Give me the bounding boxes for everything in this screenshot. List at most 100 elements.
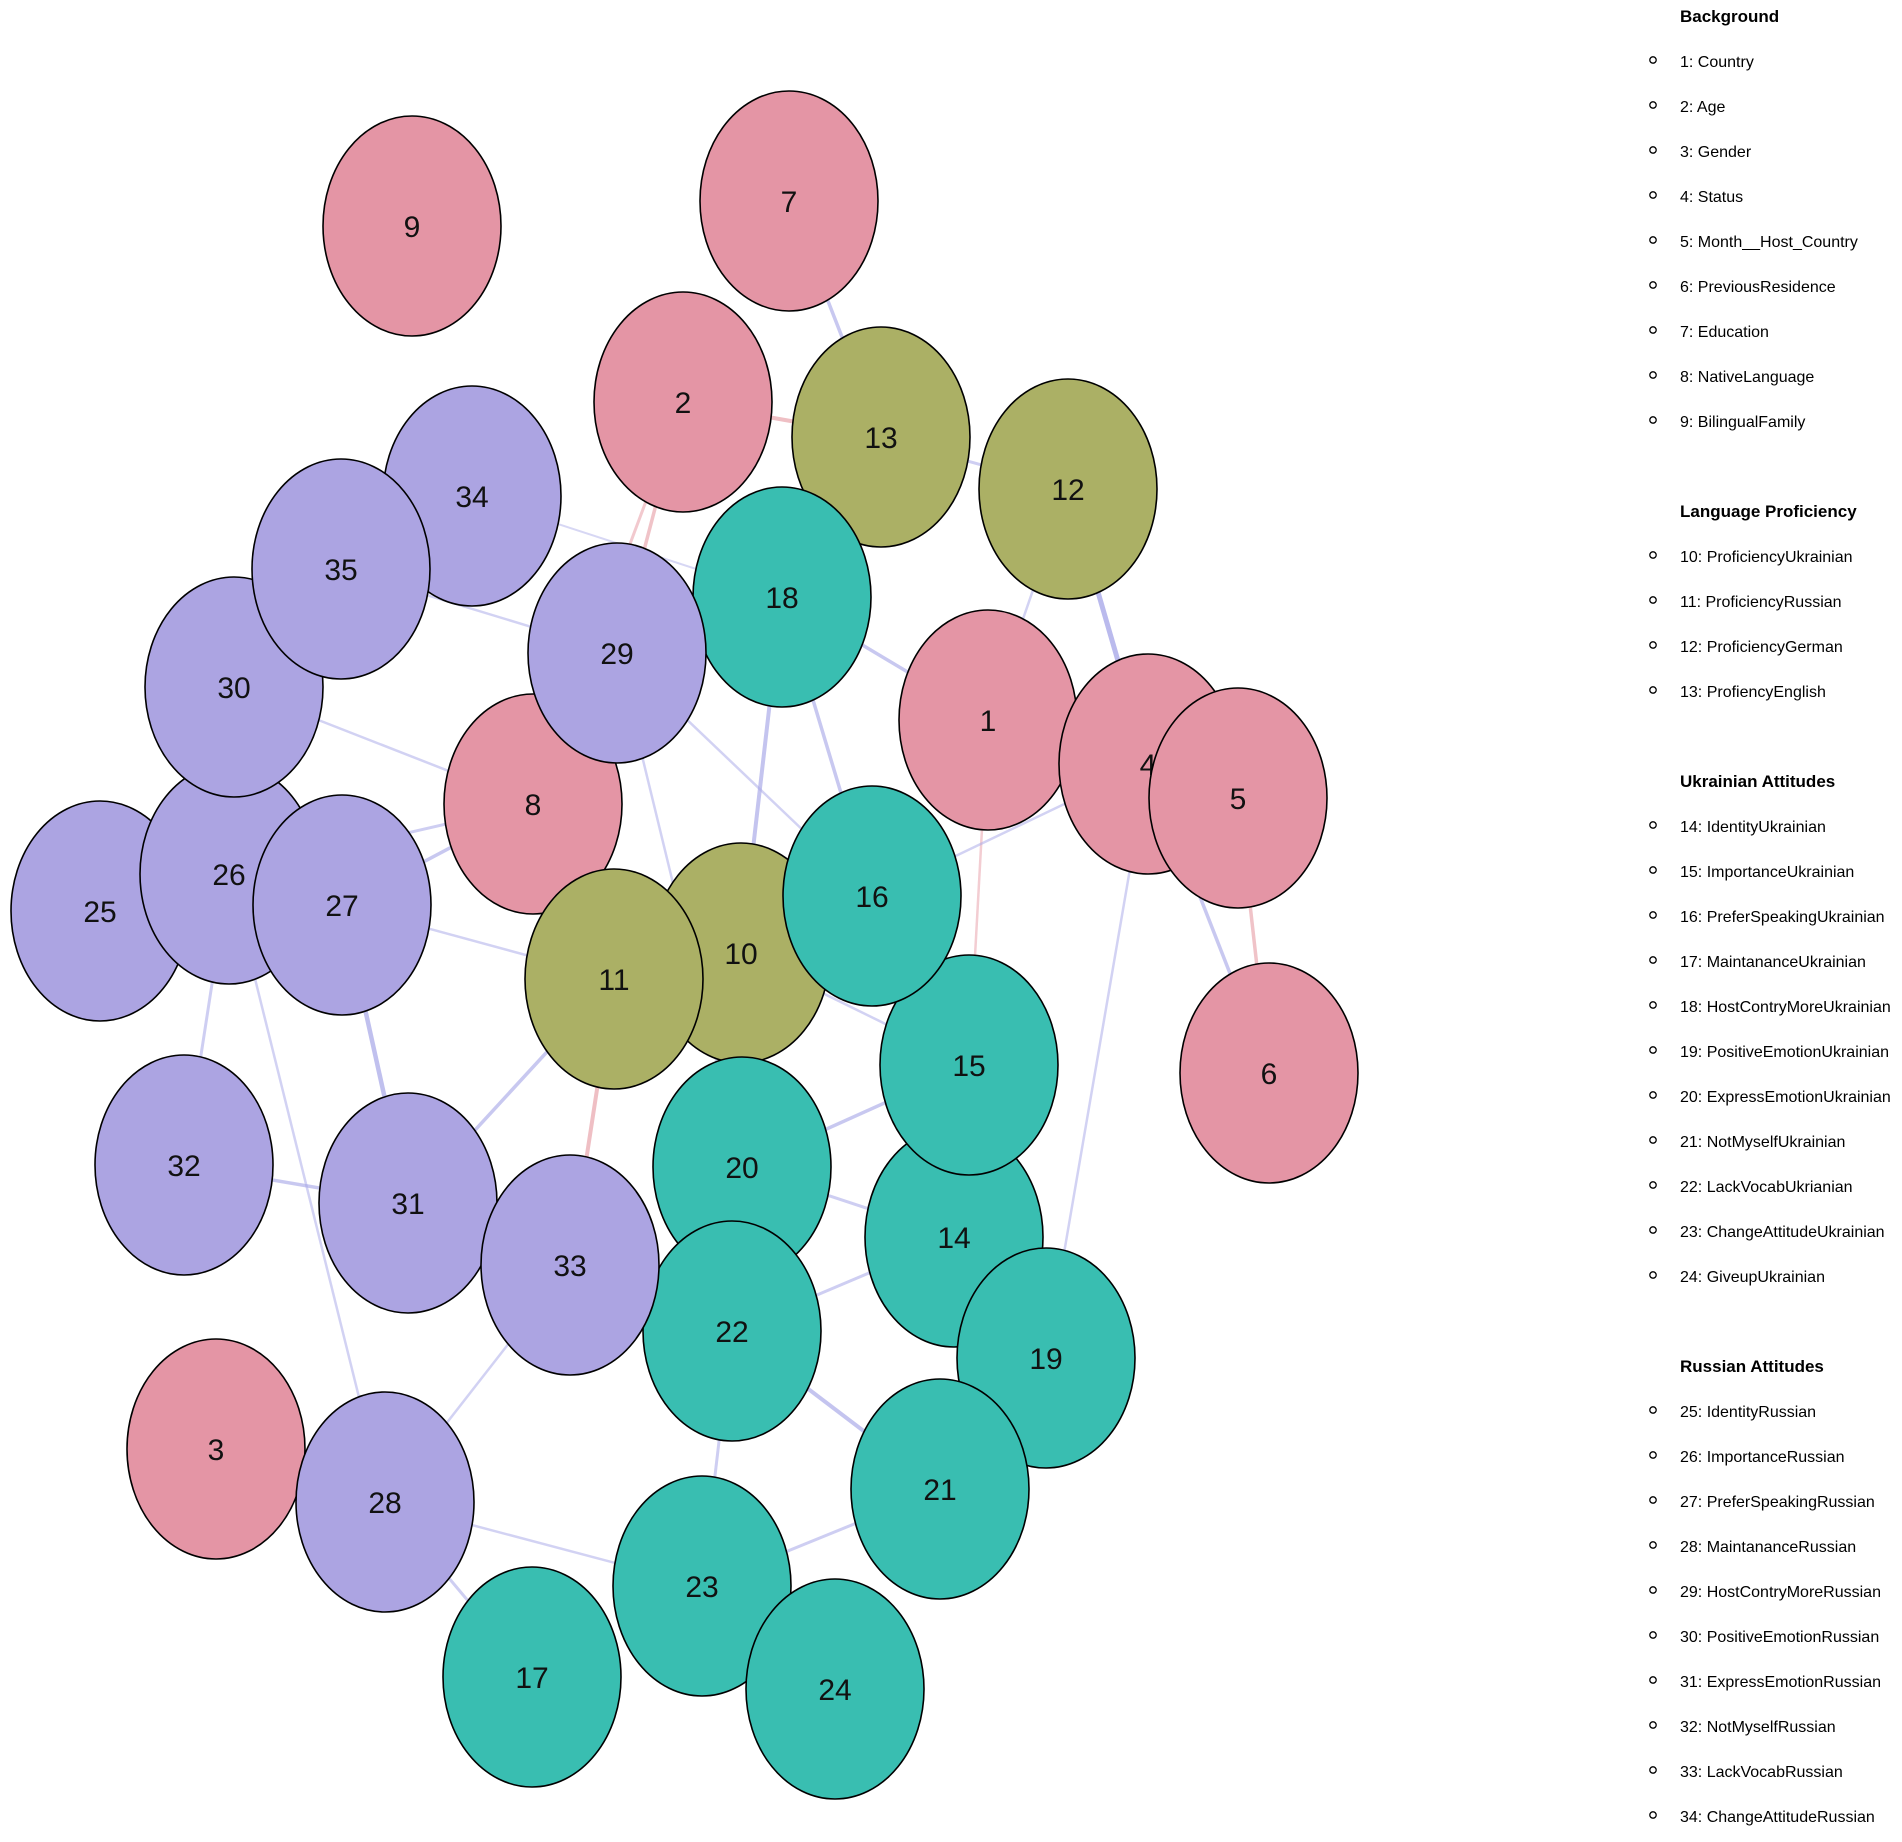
node-circle-28	[295, 1391, 475, 1613]
node-label-25: 25	[83, 896, 116, 929]
node-label-26: 26	[212, 859, 245, 892]
legend-title-language: Language Proficiency	[1680, 502, 1857, 521]
node-35[interactable]: 35	[251, 458, 431, 680]
node-15[interactable]: 15	[879, 954, 1059, 1176]
legend-dot-26	[1649, 1451, 1657, 1459]
legend-item-3: 3: Gender	[1680, 144, 1752, 161]
legend-dot-16	[1649, 911, 1657, 919]
legend-dot-24	[1649, 1271, 1657, 1279]
node-circle-35	[251, 458, 431, 680]
node-11[interactable]: 11	[524, 868, 704, 1090]
legend-item-30: 30: PositiveEmotionRussian	[1680, 1629, 1879, 1646]
node-circle-9	[322, 115, 502, 337]
legend-item-26: 26: ImportanceRussian	[1680, 1449, 1845, 1466]
node-29[interactable]: 29	[527, 542, 707, 764]
node-6[interactable]: 6	[1179, 962, 1359, 1184]
legend-dot-29	[1649, 1586, 1657, 1594]
legend-dot-30	[1649, 1631, 1657, 1639]
legend-item-25: 25: IdentityRussian	[1680, 1404, 1816, 1421]
legend-dot-8	[1649, 371, 1657, 379]
node-24[interactable]: 24	[745, 1578, 925, 1800]
legend-item-13: 13: ProfiencyEnglish	[1680, 684, 1826, 701]
node-label-3: 3	[208, 1434, 225, 1467]
node-label-31: 31	[391, 1188, 424, 1221]
node-17[interactable]: 17	[442, 1566, 622, 1788]
node-5[interactable]: 5	[1148, 687, 1328, 909]
legend-item-14: 14: IdentityUkrainian	[1680, 819, 1826, 836]
node-21[interactable]: 21	[850, 1378, 1030, 1600]
legend-dot-12	[1649, 641, 1657, 649]
legend-dot-1	[1649, 56, 1657, 64]
legend-dot-6	[1649, 281, 1657, 289]
legend-dot-14	[1649, 821, 1657, 829]
node-circle-12	[978, 378, 1158, 600]
legend-item-24: 24: GiveupUkrainian	[1680, 1269, 1825, 1286]
node-circle-7	[699, 90, 879, 312]
legend-dot-2	[1649, 101, 1657, 109]
node-circle-33	[480, 1154, 660, 1376]
node-13[interactable]: 13	[791, 326, 971, 548]
legend-title-russian: Russian Attitudes	[1680, 1357, 1824, 1376]
node-circle-5	[1148, 687, 1328, 909]
node-label-9: 9	[404, 211, 421, 244]
legend-item-31: 31: ExpressEmotionRussian	[1680, 1674, 1881, 1691]
legend-dot-4	[1649, 191, 1657, 199]
legend-dot-32	[1649, 1721, 1657, 1729]
node-label-13: 13	[864, 422, 897, 455]
legend-item-8: 8: NativeLanguage	[1680, 369, 1814, 386]
node-2[interactable]: 2	[593, 291, 773, 513]
node-label-1: 1	[980, 705, 997, 738]
node-circle-2	[593, 291, 773, 513]
node-31[interactable]: 31	[318, 1092, 498, 1314]
node-label-24: 24	[818, 1674, 851, 1707]
legend-item-34: 34: ChangeAttitudeRussian	[1680, 1809, 1875, 1826]
node-label-8: 8	[525, 789, 542, 822]
legend-item-29: 29: HostContryMoreRussian	[1680, 1584, 1881, 1601]
legend-dot-19	[1649, 1046, 1657, 1054]
legend-item-6: 6: PreviousResidence	[1680, 279, 1836, 296]
legend-item-19: 19: PositiveEmotionUkrainian	[1680, 1044, 1889, 1061]
legend-dot-3	[1649, 146, 1657, 154]
legend-item-23: 23: ChangeAttitudeUkrainian	[1680, 1224, 1885, 1241]
node-12[interactable]: 12	[978, 378, 1158, 600]
legend-item-27: 27: PreferSpeakingRussian	[1680, 1494, 1875, 1511]
node-3[interactable]: 3	[126, 1338, 306, 1560]
node-circle-17	[442, 1566, 622, 1788]
node-label-19: 19	[1029, 1343, 1062, 1376]
legend-item-10: 10: ProficiencyUkrainian	[1680, 549, 1853, 566]
node-18[interactable]: 18	[692, 486, 872, 708]
node-label-7: 7	[781, 186, 798, 219]
node-16[interactable]: 16	[782, 785, 962, 1007]
node-22[interactable]: 22	[642, 1220, 822, 1442]
node-1[interactable]: 1	[898, 609, 1078, 831]
node-circle-16	[782, 785, 962, 1007]
node-label-29: 29	[600, 638, 633, 671]
legend-dot-5	[1649, 236, 1657, 244]
node-32[interactable]: 32	[94, 1054, 274, 1276]
node-label-10: 10	[724, 938, 757, 971]
legend-dot-28	[1649, 1541, 1657, 1549]
node-7[interactable]: 7	[699, 90, 879, 312]
node-9[interactable]: 9	[322, 115, 502, 337]
node-27[interactable]: 27	[252, 794, 432, 1016]
legend-item-12: 12: ProficiencyGerman	[1680, 639, 1843, 656]
legend-dot-22	[1649, 1181, 1657, 1189]
node-28[interactable]: 28	[295, 1391, 475, 1613]
node-33[interactable]: 33	[480, 1154, 660, 1376]
legend-title-ukrainian: Ukrainian Attitudes	[1680, 772, 1835, 791]
node-23[interactable]: 23	[612, 1475, 792, 1697]
legend-item-7: 7: Education	[1680, 324, 1769, 341]
legend-dot-10	[1649, 551, 1657, 559]
node-circle-22	[642, 1220, 822, 1442]
node-label-15: 15	[952, 1050, 985, 1083]
node-label-33: 33	[553, 1250, 586, 1283]
node-label-21: 21	[923, 1474, 956, 1507]
node-label-27: 27	[325, 890, 358, 923]
legend-item-15: 15: ImportanceUkrainian	[1680, 864, 1854, 881]
node-label-16: 16	[855, 881, 888, 914]
legend-item-33: 33: LackVocabRussian	[1680, 1764, 1843, 1781]
legend-item-5: 5: Month__Host_Country	[1680, 234, 1858, 251]
legend-dot-34	[1649, 1811, 1657, 1819]
node-label-23: 23	[685, 1571, 718, 1604]
